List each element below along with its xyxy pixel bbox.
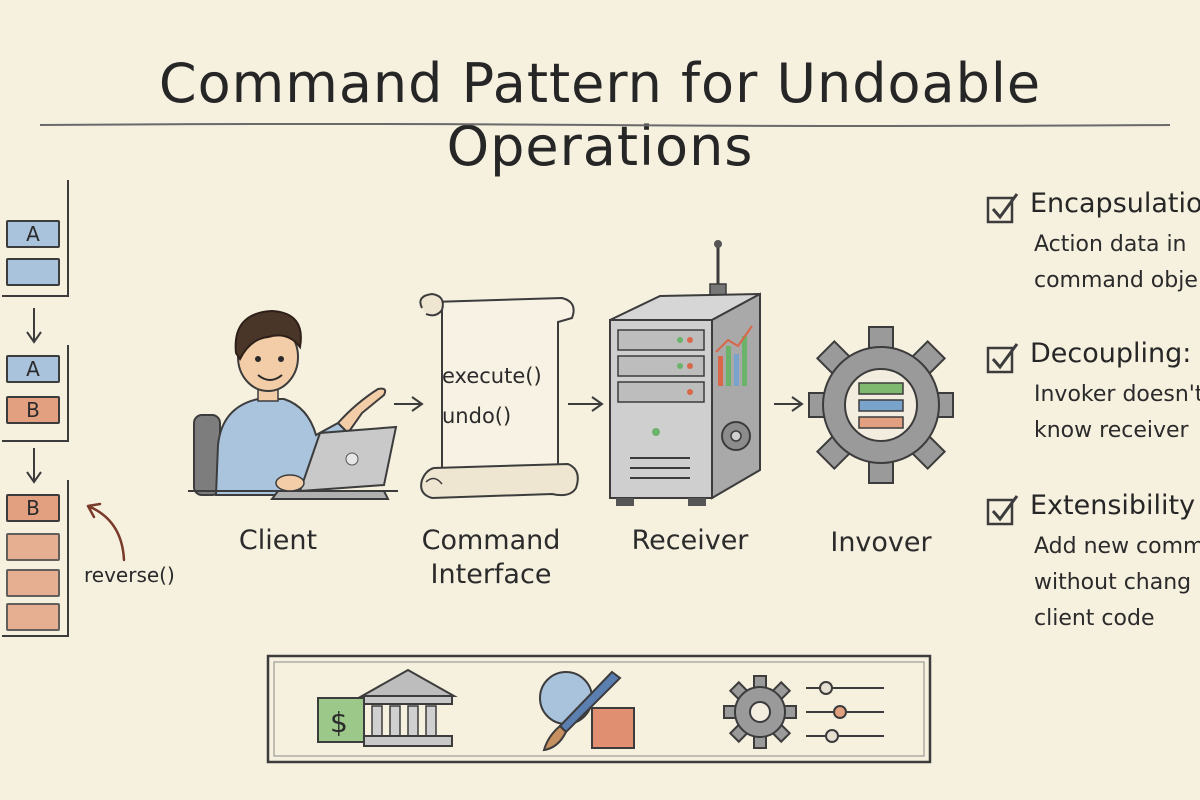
invoker-gear-icon bbox=[808, 326, 954, 484]
benefit-text: client code bbox=[1034, 606, 1155, 631]
command-label-line1: Command bbox=[421, 525, 561, 556]
benefit-text: know receiver bbox=[1034, 418, 1189, 443]
invoker-label: Invover bbox=[830, 527, 932, 558]
benefit-title: Extensibility bbox=[1030, 490, 1196, 521]
checkbox-checked-icon bbox=[986, 193, 1019, 224]
receiver-label: Receiver bbox=[631, 525, 749, 556]
benefit-title: Decoupling: bbox=[1030, 338, 1192, 369]
client-person-illustration bbox=[188, 309, 398, 500]
bank-money-icon bbox=[317, 668, 458, 747]
stack-cell: A bbox=[6, 355, 60, 383]
stack-cell bbox=[6, 569, 60, 597]
title-underline bbox=[39, 123, 1171, 127]
undo-label: reverse() bbox=[84, 563, 175, 587]
checkbox-checked-icon bbox=[986, 495, 1019, 526]
diagram-title: Command Pattern for Undoable Operations bbox=[158, 52, 1042, 178]
benefit-title: Encapsulation bbox=[1030, 188, 1200, 219]
stack-frame-middle bbox=[2, 345, 69, 442]
command-scroll-illustration bbox=[419, 292, 579, 500]
stack-arrow-down-icon bbox=[26, 448, 42, 484]
arrow-right-icon bbox=[774, 396, 804, 412]
checkbox-checked-icon bbox=[986, 343, 1019, 374]
stack-frame-bottom bbox=[2, 480, 69, 637]
stack-cell bbox=[6, 603, 60, 631]
benefit-text: command obje bbox=[1034, 268, 1198, 293]
currency-symbol: $ bbox=[330, 706, 348, 739]
undo-curved-arrow-icon bbox=[86, 502, 126, 562]
stack-cell bbox=[6, 533, 60, 561]
benefit-text: without chang bbox=[1034, 570, 1192, 595]
stack-cell: B bbox=[6, 494, 60, 522]
arrow-right-icon bbox=[394, 396, 424, 412]
settings-sliders-icon bbox=[723, 675, 884, 749]
stack-frame-top bbox=[2, 180, 69, 297]
benefit-text: Invoker doesn't bbox=[1034, 382, 1200, 407]
paintbrush-shapes-icon bbox=[539, 670, 635, 752]
stack-cell: A bbox=[6, 220, 60, 248]
stack-cell: B bbox=[6, 396, 60, 424]
arrow-right-icon bbox=[568, 396, 604, 412]
server-illustration bbox=[609, 240, 761, 506]
client-label: Client bbox=[238, 525, 318, 556]
method-execute: execute() bbox=[442, 364, 542, 388]
stack-arrow-down-icon bbox=[26, 308, 42, 344]
benefit-text: Add new comm bbox=[1034, 534, 1200, 559]
examples-panel bbox=[266, 654, 932, 764]
command-label-line2: Interface bbox=[430, 559, 552, 590]
benefit-text: Action data in bbox=[1034, 232, 1187, 257]
stack-cell bbox=[6, 258, 60, 286]
method-undo: undo() bbox=[442, 404, 512, 428]
